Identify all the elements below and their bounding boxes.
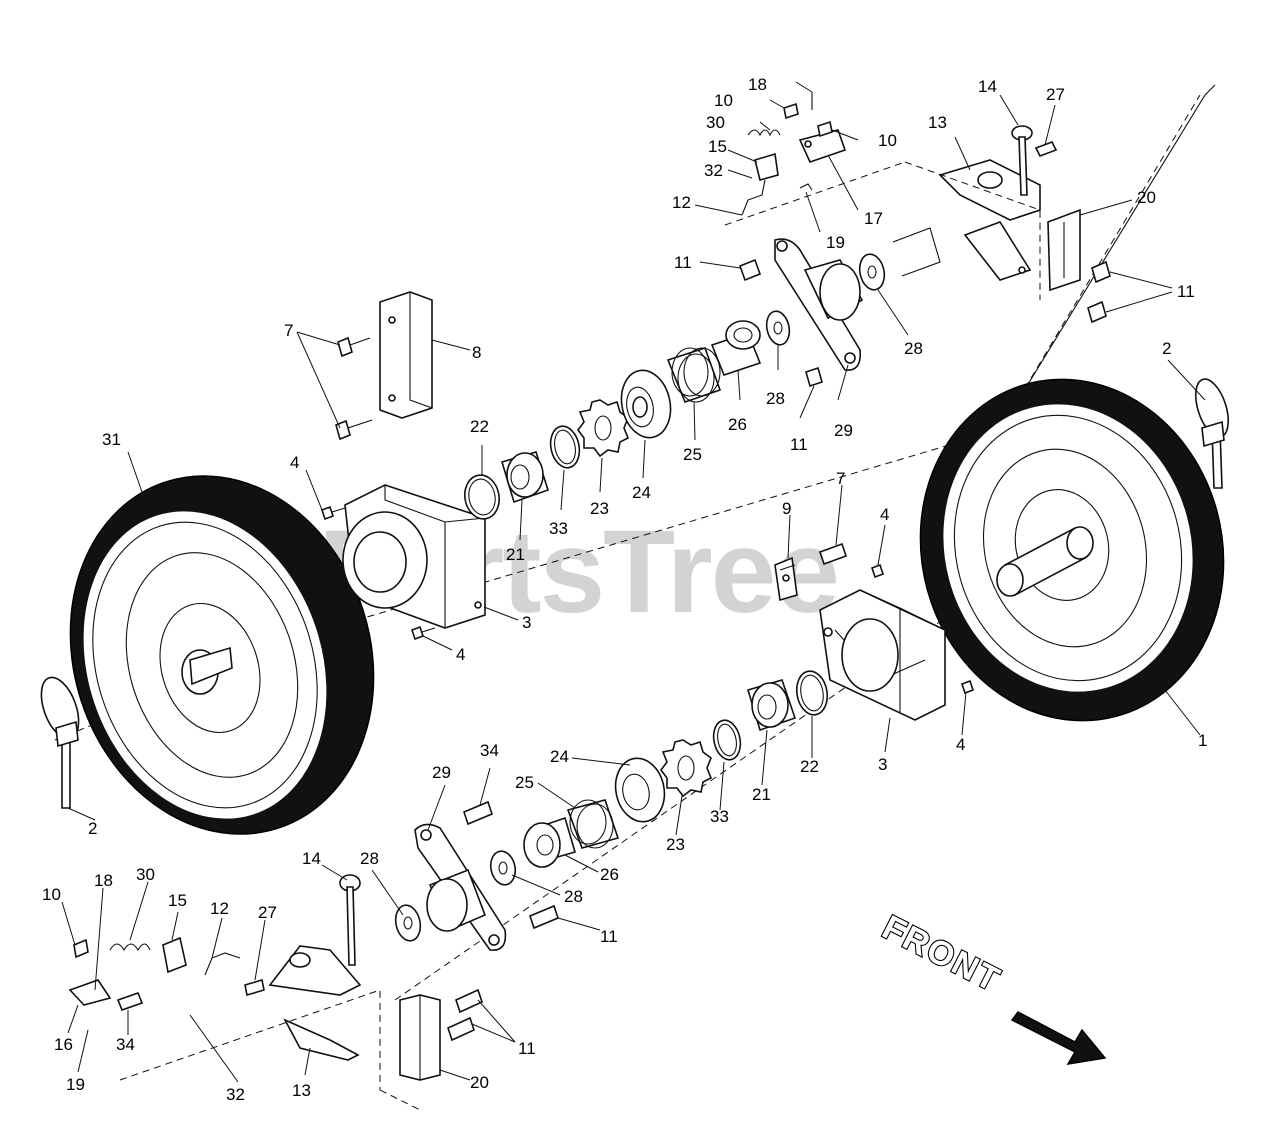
callout-11: 11 <box>674 253 692 272</box>
left-gear-housing <box>342 484 486 629</box>
right-wheel <box>919 378 1225 722</box>
upper-linkage <box>724 92 1081 300</box>
callout-31: 31 <box>102 430 121 449</box>
callout-21: 21 <box>506 545 525 564</box>
callout-15: 15 <box>708 137 727 156</box>
callout-3: 3 <box>878 755 887 774</box>
callout-19: 19 <box>826 233 845 252</box>
callout-13: 13 <box>292 1081 311 1100</box>
left-linch-pin <box>40 676 80 809</box>
callout-25: 25 <box>683 445 702 464</box>
callout-2: 2 <box>88 819 97 838</box>
callout-34: 34 <box>116 1035 135 1054</box>
callout-19: 19 <box>66 1075 85 1094</box>
callout-15: 15 <box>168 891 187 910</box>
callout-1: 1 <box>1198 731 1207 750</box>
callout-8: 8 <box>472 343 481 362</box>
callout-10: 10 <box>714 91 733 110</box>
callout-10: 10 <box>42 885 61 904</box>
callout-14: 14 <box>978 77 997 96</box>
right-gear-housing <box>819 589 946 721</box>
callout-28: 28 <box>904 339 923 358</box>
callout-10: 10 <box>878 131 897 150</box>
front-arrow: FRONT <box>875 907 1107 1065</box>
callout-4: 4 <box>956 735 965 754</box>
lower-axle-parts <box>394 670 829 951</box>
callout-20: 20 <box>470 1073 489 1092</box>
bracket-9 <box>774 556 798 602</box>
callout-18: 18 <box>94 871 113 890</box>
lower-linkage <box>68 874 441 1111</box>
callout-11: 11 <box>518 1039 536 1058</box>
left-wheel <box>69 475 375 835</box>
callout-22: 22 <box>470 417 489 436</box>
callout-28: 28 <box>360 849 379 868</box>
callout-4: 4 <box>456 645 465 664</box>
right-linch-pin <box>1194 378 1230 489</box>
callout-28: 28 <box>766 389 785 408</box>
callout-4: 4 <box>880 505 889 524</box>
leader-lines <box>61 81 1206 1083</box>
callout-17: 17 <box>864 209 883 228</box>
callout-12: 12 <box>672 193 691 212</box>
callout-33: 33 <box>710 807 729 826</box>
callout-27: 27 <box>258 903 277 922</box>
callout-labels: 18 10 30 15 32 12 10 17 19 11 13 14 27 2… <box>42 75 1207 1104</box>
callout-23: 23 <box>590 499 609 518</box>
callout-34: 34 <box>480 741 499 760</box>
bolts <box>320 258 1111 1042</box>
callout-22: 22 <box>800 757 819 776</box>
callout-21: 21 <box>752 785 771 804</box>
front-label: FRONT <box>876 908 1006 1000</box>
callout-11: 11 <box>600 927 618 946</box>
callout-4: 4 <box>290 453 299 472</box>
callout-20: 20 <box>1137 188 1156 207</box>
callout-29: 29 <box>432 763 451 782</box>
callout-7: 7 <box>284 321 293 340</box>
callout-13: 13 <box>928 113 947 132</box>
callout-32: 32 <box>226 1085 245 1104</box>
upper-axle-parts <box>464 227 941 520</box>
callout-3: 3 <box>522 613 531 632</box>
callout-30: 30 <box>706 113 725 132</box>
callout-28: 28 <box>564 887 583 906</box>
callout-27: 27 <box>1046 85 1065 104</box>
callout-32: 32 <box>704 161 723 180</box>
callout-30: 30 <box>136 865 155 884</box>
callout-16: 16 <box>54 1035 73 1054</box>
callout-33: 33 <box>549 519 568 538</box>
callout-18: 18 <box>748 75 767 94</box>
callout-24: 24 <box>550 747 569 766</box>
callout-11: 11 <box>790 435 808 454</box>
callout-12: 12 <box>210 899 229 918</box>
callout-7: 7 <box>836 469 845 488</box>
callout-2: 2 <box>1162 339 1171 358</box>
callout-24: 24 <box>632 483 651 502</box>
callout-14: 14 <box>302 849 321 868</box>
callout-26: 26 <box>728 415 747 434</box>
callout-9: 9 <box>782 499 791 518</box>
callout-23: 23 <box>666 835 685 854</box>
bracket-8 <box>379 291 433 419</box>
callout-26: 26 <box>600 865 619 884</box>
callout-25: 25 <box>515 773 534 792</box>
callout-11: 11 <box>1177 282 1195 301</box>
callout-29: 29 <box>834 421 853 440</box>
